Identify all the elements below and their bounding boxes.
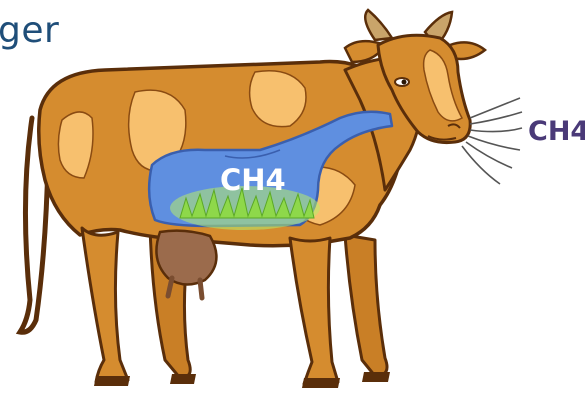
cow-pupil <box>402 80 407 85</box>
cow-horn <box>365 10 392 40</box>
cow-patch <box>58 112 93 178</box>
breath-line <box>470 128 522 132</box>
cow-hoof <box>302 378 340 388</box>
cow-hoof <box>170 374 196 384</box>
cow-udder <box>156 231 216 285</box>
breath-line <box>466 142 512 168</box>
rumen-methane-label: CH4 <box>220 163 286 197</box>
exhaled-methane-label: CH4 <box>528 116 585 147</box>
cow-near-front-leg <box>290 238 338 385</box>
cow-hoof <box>362 372 390 382</box>
cow-far-front-leg <box>345 235 387 376</box>
cow-patch <box>250 71 306 127</box>
breath-line <box>470 112 522 124</box>
cow-hoof <box>94 376 130 386</box>
cow-near-hind-leg <box>82 228 128 383</box>
cow-teat <box>200 280 202 298</box>
